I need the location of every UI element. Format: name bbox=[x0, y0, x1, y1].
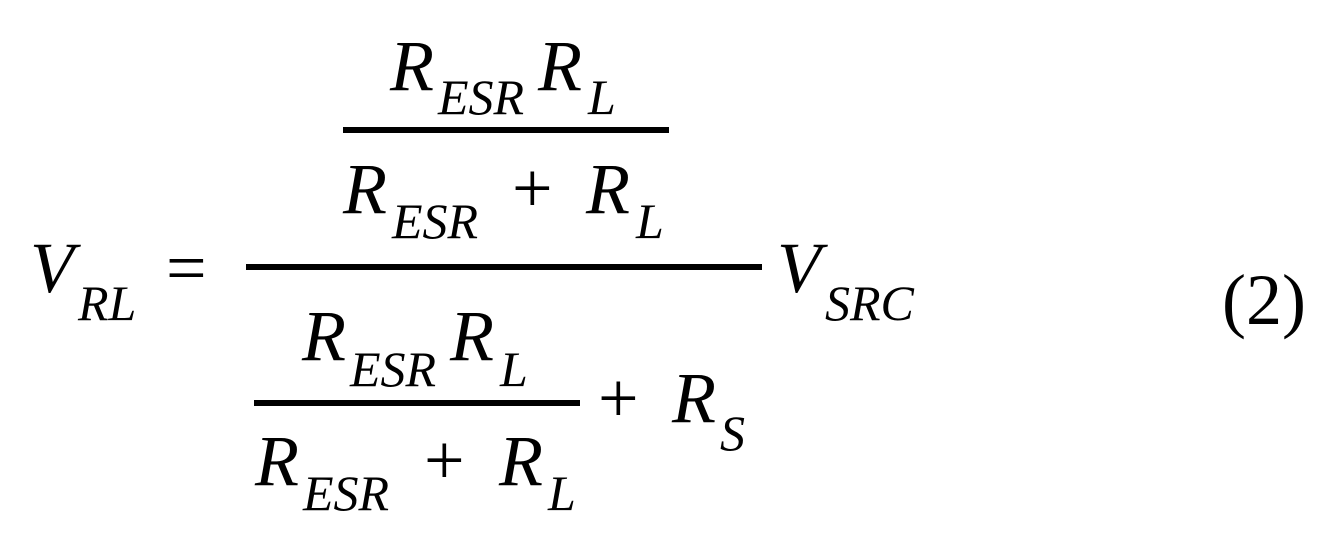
main-fraction-bar bbox=[246, 264, 762, 270]
inner-bottom-fraction-bar bbox=[254, 400, 580, 406]
rhs-sub-src: SRC bbox=[825, 275, 914, 331]
onum-den-r1-sub: ESR bbox=[392, 193, 479, 249]
inner-top-fraction-bar bbox=[343, 127, 669, 133]
onum-den-plus: + bbox=[512, 148, 553, 228]
oden-rs-sub: S bbox=[720, 405, 745, 461]
equals-sign: = bbox=[166, 228, 207, 308]
oden-num-r1-sub: ESR bbox=[350, 341, 437, 397]
oden-den-r1: R bbox=[255, 421, 299, 501]
oden-num-r2: R bbox=[450, 296, 494, 376]
oden-num-r1: R bbox=[302, 296, 346, 376]
oden-den-r1-sub: ESR bbox=[303, 465, 390, 521]
onum-den-r2-sub: L bbox=[636, 193, 664, 249]
oden-num-r2-sub: L bbox=[500, 341, 528, 397]
oden-den-plus: + bbox=[424, 420, 465, 500]
oden-den-r2: R bbox=[499, 421, 543, 501]
lhs-sub-rl: RL bbox=[78, 275, 137, 331]
onum-den-r2: R bbox=[586, 149, 630, 229]
onum-num-r1: R bbox=[390, 26, 434, 106]
onum-num-r1-sub: ESR bbox=[438, 69, 525, 125]
oden-plus: + bbox=[598, 358, 639, 438]
oden-rs: R bbox=[672, 358, 716, 438]
onum-num-r2-sub: L bbox=[588, 69, 616, 125]
equation-number: (2) bbox=[1222, 260, 1306, 340]
oden-den-r2-sub: L bbox=[548, 465, 576, 521]
onum-num-r2: R bbox=[538, 26, 582, 106]
rhs-v: V bbox=[777, 228, 821, 308]
lhs-v: V bbox=[30, 228, 74, 308]
onum-den-r1: R bbox=[343, 149, 387, 229]
